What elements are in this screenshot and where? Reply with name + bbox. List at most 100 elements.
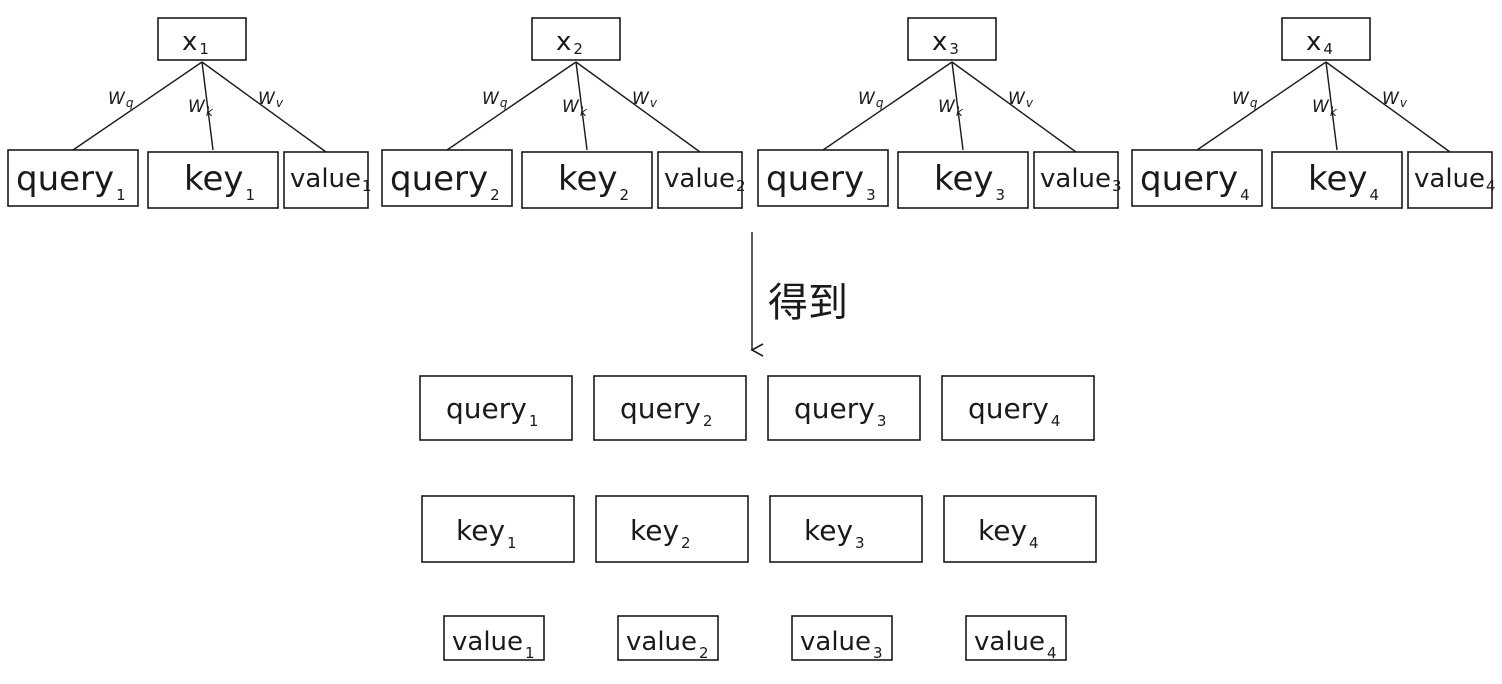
result-value-label-3-subscript: 3 (873, 644, 883, 662)
input-label-2-subscript: 2 (573, 40, 583, 58)
result-value-label-4-subscript: 4 (1047, 644, 1057, 662)
key-label-1-subscript: 1 (246, 186, 256, 204)
result-query-label-4-base: query (968, 392, 1049, 425)
result-query-label-1-subscript: 1 (529, 412, 539, 430)
input-box-2 (531, 17, 621, 61)
result-key-box-2 (595, 495, 749, 563)
edge-x1-value (201, 61, 327, 153)
key-label-3-base: key (934, 159, 994, 199)
weight-q-label-3-subscript: q (876, 96, 884, 110)
weight-k-label-1-subscript: k (206, 105, 214, 119)
result-value-box-1 (443, 615, 545, 661)
key-label-4-subscript: 4 (1370, 186, 1380, 204)
result-key-box-1 (421, 495, 575, 563)
weight-k-label-2: Wk (562, 97, 588, 119)
result-key-label-1-subscript: 1 (507, 534, 517, 552)
result-key-label-4-base: key (978, 514, 1027, 547)
result-key-box-4 (943, 495, 1097, 563)
result-value-label-2-subscript: 2 (699, 644, 709, 662)
result-key-label-3-subscript: 3 (855, 534, 865, 552)
result-query-box-4 (941, 375, 1095, 441)
result-query-label-3-base: query (794, 392, 875, 425)
weight-k-label-3-base: W (938, 97, 956, 117)
weight-k-label-4: Wk (1312, 97, 1338, 119)
input-box-1 (157, 17, 247, 61)
result-query-label-2-subscript: 2 (703, 412, 713, 430)
input-box-4 (1281, 17, 1371, 61)
value-label-4-base: value (1414, 164, 1485, 194)
query-box-1 (7, 149, 139, 207)
weight-v-label-4-base: W (1382, 89, 1400, 109)
result-query-box-3 (767, 375, 921, 441)
edge-x1-query (72, 61, 203, 151)
result-value-label-3-base: value (800, 627, 871, 657)
weight-k-label-4-subscript: k (1330, 105, 1338, 119)
query-label-1-base: query (16, 159, 114, 199)
weight-k-label-3-subscript: k (956, 105, 964, 119)
edge-x3-value (951, 61, 1077, 153)
input-label-3-base: x (932, 27, 947, 57)
value-box-3 (1033, 151, 1119, 209)
input-label-4-base: x (1306, 27, 1321, 57)
value-label-2-base: value (664, 164, 735, 194)
query-label-2-base: query (390, 159, 488, 199)
edge-x2-value (575, 61, 701, 153)
value-box-2 (657, 151, 743, 209)
input-label-2-base: x (556, 27, 571, 57)
value-label-3-subscript: 3 (1112, 177, 1122, 195)
edge-x2-key (575, 61, 588, 151)
key-label-3-subscript: 3 (996, 186, 1006, 204)
value-label-1-subscript: 1 (362, 177, 372, 195)
input-label-1-subscript: 1 (199, 40, 209, 58)
weight-q-label-1: Wq (108, 89, 134, 110)
edge-x1-key (201, 61, 214, 151)
weight-q-label-1-base: W (108, 89, 126, 109)
query-label-1-subscript: 1 (116, 186, 126, 204)
input-box-3 (907, 17, 997, 61)
result-value-box-3 (791, 615, 893, 661)
edge-x3-key (951, 61, 964, 151)
key-box-1 (147, 151, 279, 209)
weight-v-label-2-subscript: v (650, 96, 658, 110)
weight-k-label-2-subscript: k (580, 105, 588, 119)
derive-arrow: 得到 (750, 232, 848, 357)
key-box-4 (1271, 151, 1403, 209)
edge-x3-query (822, 61, 953, 151)
value-box-4 (1407, 151, 1493, 209)
weight-q-label-1-subscript: q (126, 96, 134, 110)
result-query-label-2-base: query (620, 392, 701, 425)
query-label-2-subscript: 2 (490, 186, 500, 204)
weight-v-label-2: Wv (632, 89, 658, 110)
value-label-4: value4 (1414, 164, 1496, 195)
weight-q-label-4: Wq (1232, 89, 1258, 110)
query-label-3-base: query (766, 159, 864, 199)
query-label-3-subscript: 3 (866, 186, 876, 204)
key-box-2 (521, 151, 653, 209)
query-box-3 (757, 149, 889, 207)
result-value-label-4-base: value (974, 627, 1045, 657)
value-label-1: value1 (290, 164, 372, 195)
edge-x4-query (1196, 61, 1327, 151)
edge-x2-query (446, 61, 577, 151)
key-label-1-base: key (184, 159, 244, 199)
result-query-box-1 (419, 375, 573, 441)
input-label-4-subscript: 4 (1323, 40, 1333, 58)
